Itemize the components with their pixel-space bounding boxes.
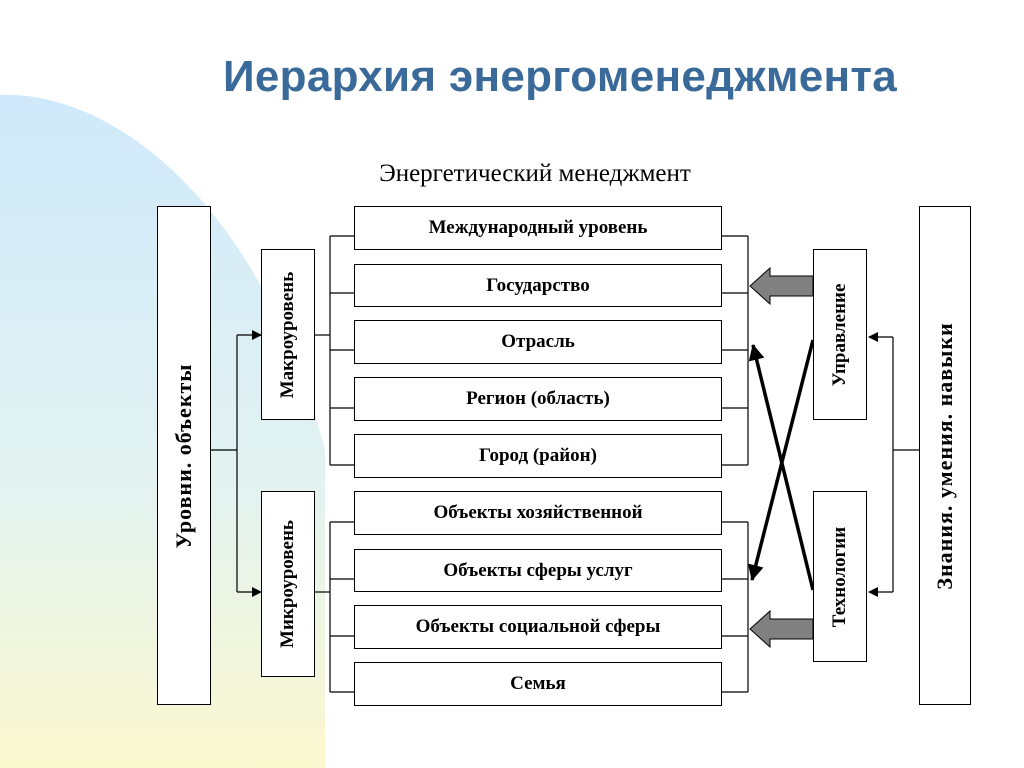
knowledge-skills-panel: Знания. умения. навыки [919,206,971,705]
diagram-subtitle: Энергетический менеджмент [379,160,691,187]
level-state: Государство [354,264,722,307]
level-economic-objects: Объекты хозяйственной [354,491,722,535]
macro-level-label: Макроуровень [277,271,298,398]
knowledge-skills-label: Знания. умения. навыки [932,321,957,590]
macro-level-box: Макроуровень [261,249,315,420]
technology-box: Технологии [813,491,867,662]
management-label: Управление [829,283,850,386]
technology-label: Технологии [829,526,850,627]
level-social-objects: Объекты социальной сферы [354,605,722,649]
level-city: Город (район) [354,434,722,478]
level-service-objects: Объекты сферы услуг [354,549,722,592]
micro-level-label: Микроуровень [277,520,298,648]
block-arrow-technology [749,609,814,649]
level-family: Семья [354,662,722,706]
level-region: Регион (область) [354,377,722,421]
level-industry: Отрасль [354,320,722,364]
levels-objects-panel: Уровни. объекты [157,206,211,705]
levels-objects-label: Уровни. объекты [171,363,196,548]
page-title: Иерархия энергоменеджмента [222,52,898,101]
micro-level-box: Микроуровень [261,491,315,677]
level-international: Международный уровень [354,206,722,250]
management-box: Управление [813,249,867,420]
block-arrow-management [749,266,814,306]
